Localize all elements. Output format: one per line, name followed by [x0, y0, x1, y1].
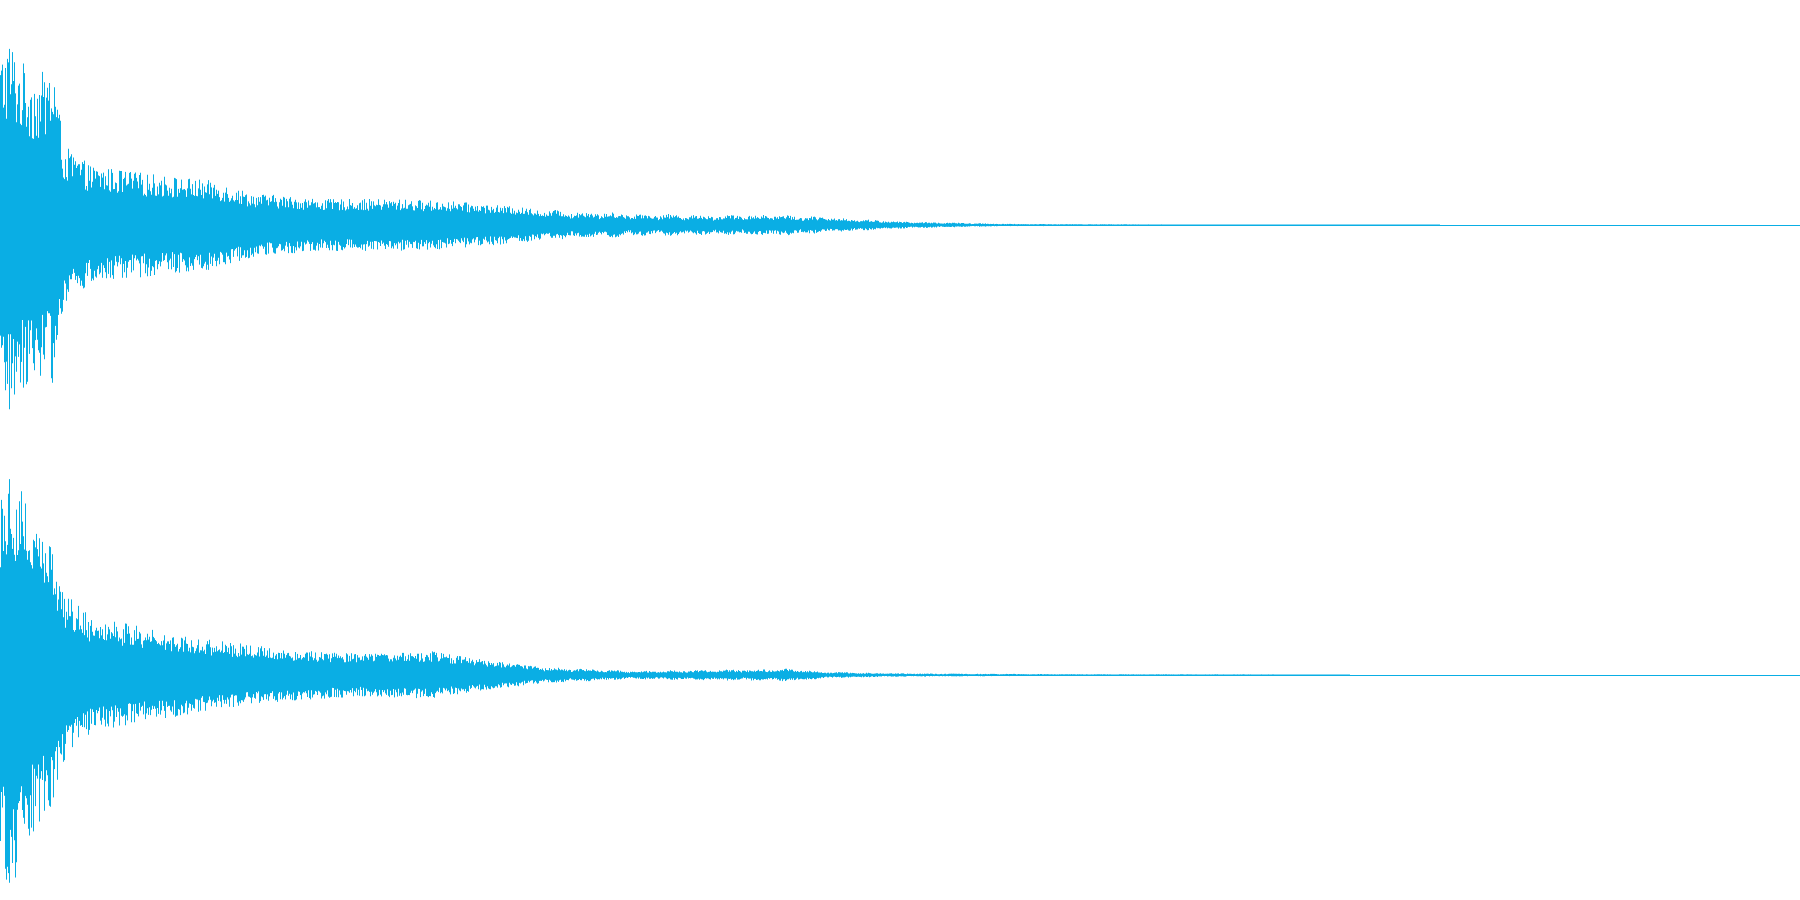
- channel-top: [0, 48, 1800, 410]
- channel-0-waveform: [0, 48, 1440, 410]
- channel-bottom: [0, 479, 1800, 883]
- channel-1-waveform: [0, 479, 1350, 883]
